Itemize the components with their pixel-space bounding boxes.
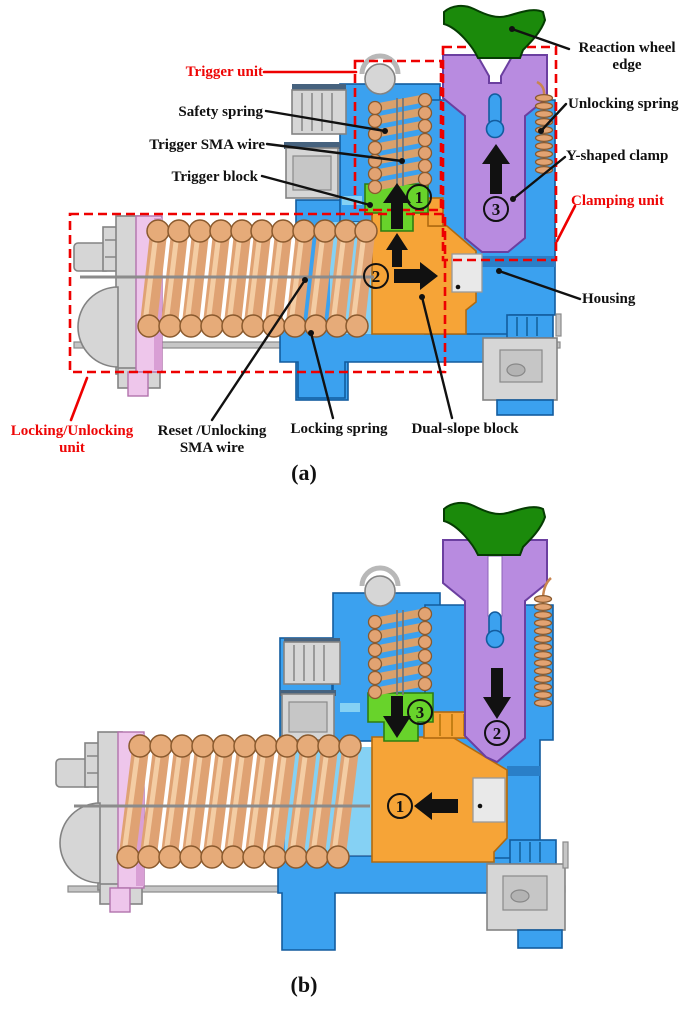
label-locking-spring: Locking spring: [290, 421, 388, 437]
step-1-marker: 1: [415, 188, 424, 207]
label-unlocking-spring: Unlocking spring: [568, 96, 679, 112]
arrow-up-small: [386, 233, 408, 267]
bearing-blocks: [280, 638, 341, 741]
y-shaped-clamp: [442, 54, 548, 253]
arrow-down-clamp: [483, 668, 511, 719]
base-bracket: [482, 313, 562, 416]
caption-panel-a: (a): [291, 460, 317, 485]
arrow-right-plunger: [394, 262, 438, 290]
step-3-marker: 3: [416, 703, 425, 722]
step-3-marker: 3: [492, 200, 501, 219]
label-dual-slope-block: Dual-slope block: [411, 421, 519, 437]
step-2-marker: 2: [372, 267, 381, 286]
step-2-marker: 2: [493, 724, 502, 743]
base-bracket: [486, 839, 569, 949]
caption-panel-b: (b): [290, 972, 318, 997]
step-1-marker: 1: [396, 797, 405, 816]
label-clamping-unit: Clamping unit: [571, 193, 664, 209]
label-trigger-sma-wire: Trigger SMA wire: [149, 137, 265, 153]
locking-unit-leader: [69, 376, 89, 422]
safety-spring: [367, 606, 433, 700]
label-safety-spring: Safety spring: [178, 104, 263, 120]
arrow-up-clamp: [482, 144, 510, 194]
locking-unlocking-unit-box: [68, 212, 447, 374]
label-reaction-wheel-edge: Reaction wheel edge: [578, 40, 676, 73]
reaction-wheel-edge: [443, 4, 546, 59]
unlocking-spring: [533, 577, 553, 708]
pulley-ring: [359, 53, 401, 75]
label-y-shaped-clamp: Y-shaped clamp: [566, 148, 669, 164]
step-markers-b: 3 2 1: [387, 699, 510, 819]
label-trigger-unit: Trigger unit: [185, 64, 263, 80]
panel-a-drawing: 1 2 3: [68, 4, 582, 422]
clamping-unit-leader: [555, 204, 577, 243]
label-housing: Housing: [582, 291, 636, 307]
y-shaped-clamp: [442, 539, 548, 764]
label-locking-unlocking-unit: Locking/Unlocking unit: [10, 423, 134, 456]
step-markers-a: 1 2 3: [363, 184, 509, 289]
label-reset-unlocking-sma-wire: Reset /Unlocking SMA wire: [157, 423, 267, 456]
leader-lines: [210, 26, 582, 422]
label-trigger-block: Trigger block: [171, 169, 258, 185]
pulley-ring: [359, 565, 401, 587]
trigger-unit-box: [353, 59, 443, 212]
arrow-up-trigger: [383, 183, 411, 229]
arrow-left-plunger: [414, 792, 458, 820]
main-spring: [116, 734, 362, 869]
panel-b-drawing: 3 2 1: [55, 501, 569, 951]
bearing-blocks: [284, 84, 347, 199]
pulley-circle: [364, 63, 396, 95]
arrow-down-trigger: [383, 696, 411, 738]
pulley-circle: [364, 575, 396, 607]
